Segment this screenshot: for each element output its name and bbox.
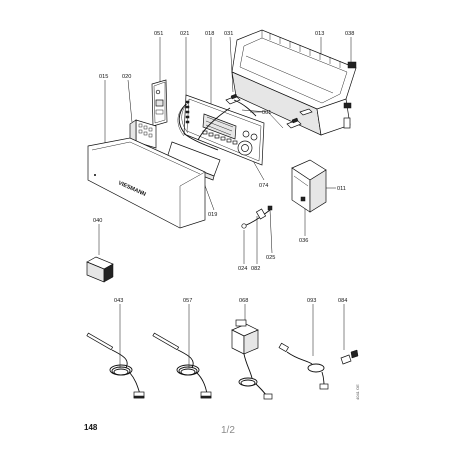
callout-043: 043	[114, 298, 123, 304]
callout-labels: 051 021 018 031 013 038 015 020 001 074 …	[93, 31, 354, 304]
fuse-block	[86, 256, 114, 283]
temperature-sensor-043	[86, 332, 145, 399]
callout-093: 093	[307, 298, 316, 304]
callout-068: 068	[239, 298, 248, 304]
callout-025: 025	[266, 255, 275, 261]
callout-084: 084	[338, 298, 347, 304]
connection-probe	[241, 205, 273, 229]
sheet-indicator: 1/2	[221, 425, 235, 436]
temperature-sensor-057	[152, 332, 212, 399]
callout-040: 040	[93, 218, 102, 224]
callout-031: 031	[224, 31, 233, 37]
callout-001: 001	[262, 110, 271, 116]
retaining-clips	[340, 349, 359, 365]
callout-011: 011	[337, 186, 346, 192]
page-number: 148	[84, 423, 98, 432]
frame-clip	[347, 61, 357, 69]
callout-082: 082	[251, 266, 260, 272]
callout-074: 074	[259, 183, 268, 189]
callout-015: 015	[99, 74, 108, 80]
pump-connector	[231, 319, 273, 400]
callout-018: 018	[205, 31, 214, 37]
callout-051: 051	[154, 31, 163, 37]
plug-in-module	[151, 79, 168, 127]
rear-housing-frame	[231, 29, 357, 136]
expansion-module	[291, 159, 327, 213]
cable-holders	[225, 93, 313, 129]
callout-021: 021	[180, 31, 189, 37]
callout-038: 038	[345, 31, 354, 37]
callout-057: 057	[183, 298, 192, 304]
callout-019: 019	[208, 212, 217, 218]
callout-020: 020	[122, 74, 131, 80]
control-unit	[177, 94, 265, 166]
callout-036: 036	[299, 238, 308, 244]
drawing-code: 4041 OE	[355, 384, 360, 400]
callout-024: 024	[238, 266, 247, 272]
callout-013: 013	[315, 31, 324, 37]
connection-cable	[278, 342, 329, 390]
front-cover: VIESMANN	[87, 137, 206, 229]
